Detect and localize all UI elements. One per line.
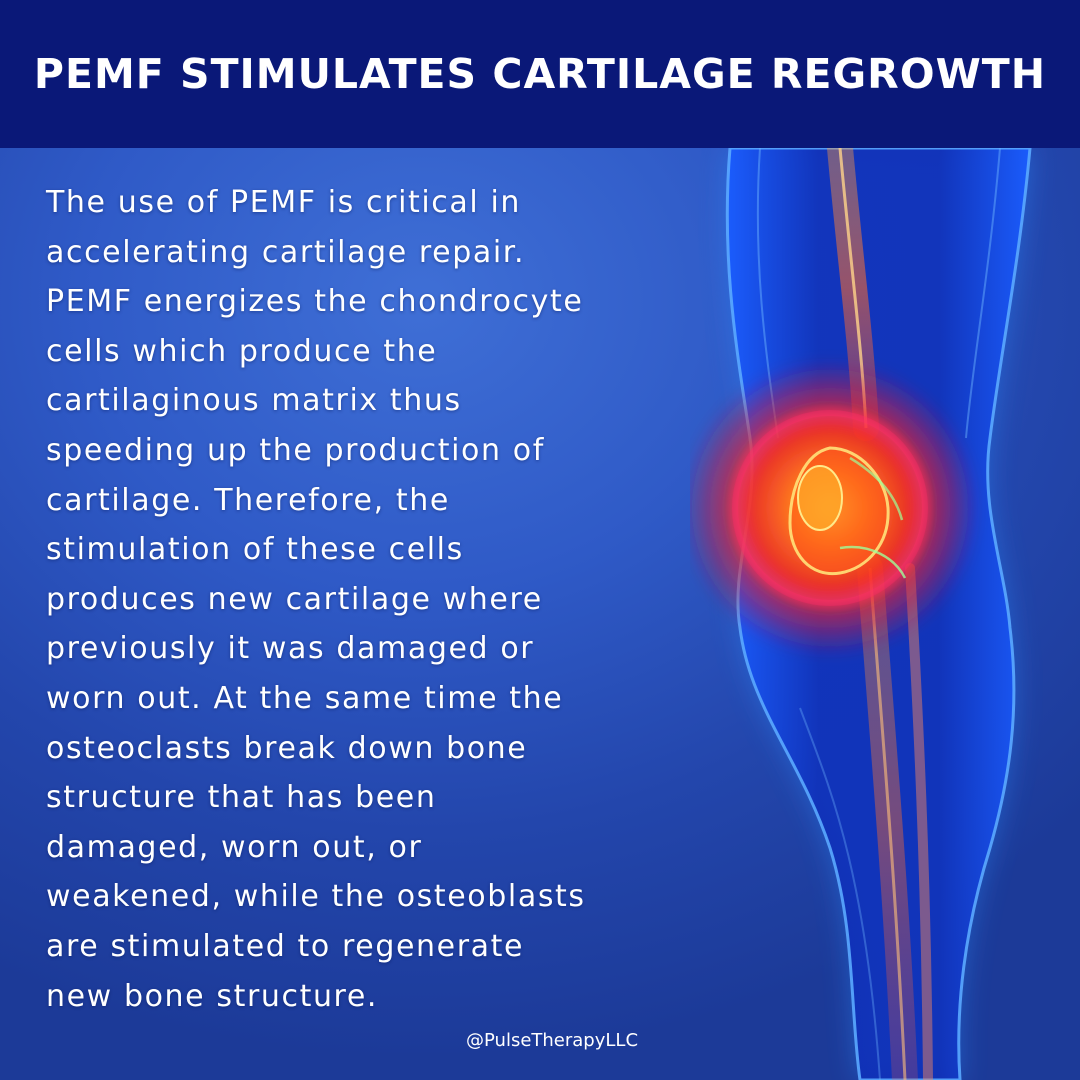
body-line: new bone structure. xyxy=(46,978,379,1014)
page-title: PEMF STIMULATES CARTILAGE REGROWTH xyxy=(33,50,1047,98)
glowing-knee-anatomy-icon xyxy=(690,148,1032,1080)
body-line: are stimulated to regenerate xyxy=(46,928,525,964)
body-paragraph: The use of PEMF is critical in accelerat… xyxy=(46,178,686,1021)
body-line: worn out. At the same time the xyxy=(46,680,564,716)
body-line: cartilaginous matrix thus xyxy=(46,383,462,419)
body-line: osteoclasts break down bone xyxy=(46,730,528,766)
body-line: accelerating cartilage repair. xyxy=(46,234,526,270)
social-handle: @PulseTherapyLLC xyxy=(466,1030,639,1051)
body-line: PEMF energizes the chondrocyte xyxy=(46,284,584,320)
body-line: speeding up the production of xyxy=(46,432,545,468)
body-line: cells which produce the xyxy=(46,333,438,369)
body-line: damaged, worn out, or xyxy=(46,829,423,865)
body-line: previously it was damaged or xyxy=(46,631,535,667)
body-line: weakened, while the osteoblasts xyxy=(46,879,586,915)
body-line: stimulation of these cells xyxy=(46,532,464,568)
body-line: produces new cartilage where xyxy=(46,581,543,617)
body-line: structure that has been xyxy=(46,780,437,816)
body-line: cartilage. Therefore, the xyxy=(46,482,450,518)
body-line: The use of PEMF is critical in xyxy=(46,185,522,220)
title-banner: PEMF STIMULATES CARTILAGE REGROWTH xyxy=(0,0,1080,148)
